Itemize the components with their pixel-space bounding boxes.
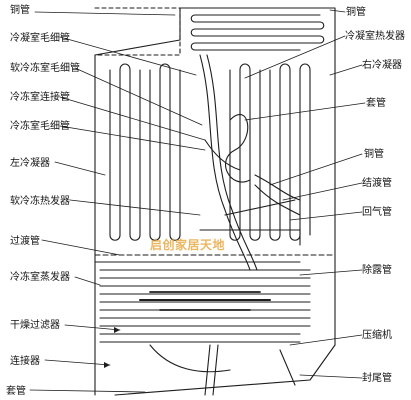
label-ya-suo-ji: 压缩机 — [362, 330, 392, 341]
label-leng-cang-mao-xi-2: 冷冻室毛细管 — [10, 121, 70, 132]
label-feng-wei-guan: 封尾管 — [362, 373, 392, 384]
label-lian-jie-qi: 连接器 — [10, 356, 40, 367]
label-jie-du-guan: 结渡管 — [362, 178, 392, 189]
label-leng-cang-mao-xi-1: 冷凝室毛细管 — [10, 33, 70, 44]
label-leng-dong-lian-jie: 冷冻室连接管 — [10, 92, 70, 103]
label-tong-guan-r1: 铜管 — [346, 7, 366, 18]
vertical-condenser-loops — [109, 63, 311, 241]
label-chu-lu-guan: 除露管 — [362, 265, 392, 276]
label-leng-cang-re-fa: 冷凝室热发器 — [345, 31, 405, 42]
label-hui-qi-guan: 回气管 — [362, 207, 392, 218]
back-condenser-coils — [190, 14, 325, 51]
label-tong-guan-r2: 铜管 — [364, 149, 384, 160]
label-gan-zao-guo-lv: 干燥过滤器 — [10, 320, 60, 331]
leader-lines — [29, 9, 366, 393]
label-tao-guan-right: 套管 — [366, 98, 386, 109]
label-ruan-leng-dong-zheng-fa: 软冷冻热发器 — [10, 196, 70, 207]
cabinet-outline — [94, 7, 336, 396]
watermark-text: 启创家居天地 — [150, 238, 226, 252]
label-zuo-leng-ning: 左冷凝器 — [10, 158, 50, 169]
central-pipework — [149, 54, 301, 396]
label-ruan-leng-dong-mao-xi: 软冷冻室毛细管 — [10, 63, 80, 74]
arrowheads — [104, 327, 120, 368]
label-guo-du-guan: 过渡管 — [10, 236, 40, 247]
label-you-leng-ning: 右冷凝器 — [362, 60, 402, 71]
label-leng-dong-zheng-fa: 冷冻室蒸发器 — [10, 272, 70, 283]
label-tong-guan-top: 铜管 — [10, 5, 30, 16]
label-tao-guan-left: 套管 — [6, 386, 26, 397]
freezer-evaporator-coils — [99, 269, 311, 343]
